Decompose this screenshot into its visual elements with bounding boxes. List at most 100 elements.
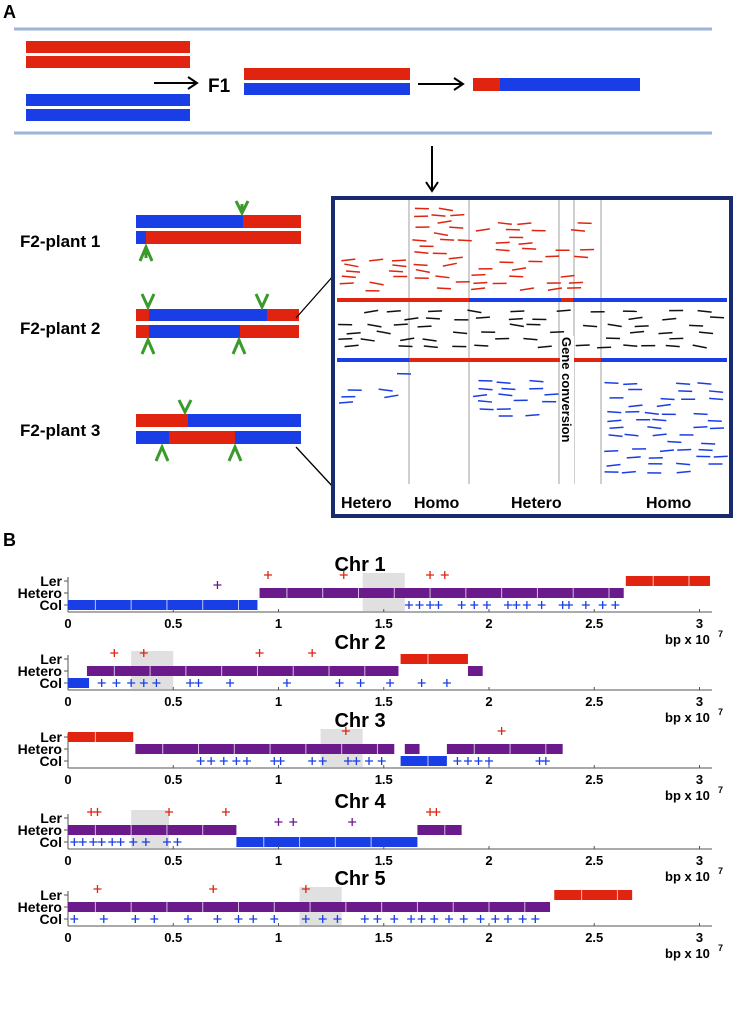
x-tick-label: 1: [275, 694, 282, 709]
col-read: [498, 393, 513, 397]
col-marker: [318, 757, 327, 765]
ler-read: [449, 226, 464, 229]
x-unit-exponent: 7: [718, 943, 723, 953]
col-marker: [531, 915, 540, 923]
col-read: [676, 382, 691, 385]
ler-read: [560, 274, 575, 278]
ler-read: [495, 241, 510, 244]
row-label-col: Col: [39, 911, 62, 927]
col-marker: [141, 838, 150, 846]
col-marker: [89, 838, 98, 846]
hetero-marker: [348, 818, 357, 826]
col-read: [709, 390, 724, 394]
ler-marker: [301, 885, 310, 893]
row-label-hetero: Hetero: [18, 585, 62, 601]
ler-read: [511, 267, 527, 271]
col-read: [698, 448, 713, 452]
x-tick-label: 1.5: [375, 930, 393, 945]
col-marker: [99, 915, 108, 923]
ler-marker: [440, 571, 449, 579]
ler-read: [413, 263, 428, 267]
ler-marker: [432, 808, 441, 816]
ler-marker: [308, 649, 317, 657]
x-unit-label: bp x 10: [665, 710, 710, 725]
x-tick-label: 2.5: [585, 930, 603, 945]
segment-hetero: [135, 744, 395, 754]
zoom-line-bottom: [295, 446, 335, 489]
x-tick-label: 3: [696, 616, 703, 631]
ler-read: [341, 275, 356, 279]
mixed-read: [367, 323, 382, 328]
col-read: [676, 462, 691, 466]
col-marker: [360, 915, 369, 923]
ler-read: [497, 221, 512, 226]
col-reads: [338, 372, 728, 474]
ler-marker: [93, 808, 102, 816]
col-marker: [474, 757, 483, 765]
mixed-read: [475, 316, 490, 319]
col-read: [607, 410, 622, 414]
ler-read: [568, 281, 583, 284]
col-marker: [139, 679, 148, 687]
col-marker: [445, 915, 454, 923]
ler-marker: [139, 649, 148, 657]
x-tick-label: 0: [64, 694, 71, 709]
col-marker: [242, 757, 251, 765]
col-marker: [270, 915, 279, 923]
x-tick-label: 2: [485, 694, 492, 709]
col-read: [496, 381, 511, 385]
ler-read: [431, 214, 446, 217]
mixed-read: [583, 324, 598, 328]
col-read: [660, 397, 675, 401]
col-marker: [491, 915, 500, 923]
col-marker: [405, 601, 414, 609]
ler-read: [438, 207, 454, 212]
f2-plant-3-label: F2-plant 3: [20, 421, 100, 440]
row-label-ler: Ler: [40, 729, 62, 745]
row-label-hetero: Hetero: [18, 899, 62, 915]
ler-marker: [165, 808, 174, 816]
mixed-read: [364, 309, 379, 314]
gene-conversion-label-bg: [560, 336, 574, 484]
segment-hetero: [446, 744, 563, 754]
x-tick-label: 0.5: [164, 616, 182, 631]
ler-read: [457, 239, 472, 242]
col-marker: [453, 757, 462, 765]
x-tick-label: 3: [696, 930, 703, 945]
f2-plant-2-chromosomes: [136, 293, 299, 355]
mixed-read: [467, 309, 482, 314]
segment-hetero: [68, 825, 237, 835]
mixed-read: [537, 345, 552, 349]
x-unit-exponent: 7: [718, 785, 723, 795]
ler-read: [369, 258, 384, 262]
col-marker: [430, 915, 439, 923]
segment-col: [236, 837, 418, 847]
col-read: [479, 408, 494, 411]
ler-marker: [497, 727, 506, 735]
mixed-read: [376, 330, 391, 335]
x-unit-label: bp x 10: [665, 632, 710, 647]
gene-conversion-label: Gene conversion: [559, 337, 574, 443]
col-marker: [356, 679, 365, 687]
col-read: [608, 434, 623, 438]
col-read: [621, 470, 636, 474]
segment-hetero: [259, 588, 624, 598]
col-marker: [459, 915, 468, 923]
col-marker: [173, 838, 182, 846]
detail-frame: [331, 196, 733, 518]
col-marker: [537, 601, 546, 609]
col-read: [678, 390, 693, 393]
ler-read: [471, 287, 486, 291]
ler-marker: [263, 571, 272, 579]
x-tick-label: 0.5: [164, 930, 182, 945]
segment-hetero: [68, 902, 551, 912]
mixed-read: [628, 316, 643, 321]
mixed-read: [697, 309, 712, 313]
col-marker: [512, 601, 521, 609]
col-marker: [183, 915, 192, 923]
ler-read: [471, 273, 486, 276]
ler-read: [392, 264, 407, 268]
